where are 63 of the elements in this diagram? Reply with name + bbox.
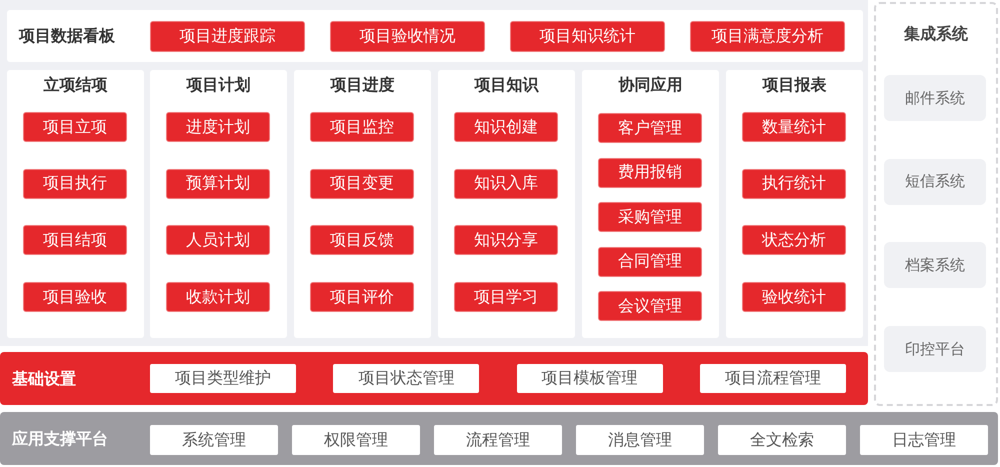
section-title: 项目计划 bbox=[185, 75, 252, 96]
function-block: 项目状态管理 bbox=[333, 364, 480, 393]
function-block: 项目监控 bbox=[310, 112, 414, 142]
function-block: 收款计划 bbox=[166, 282, 270, 312]
function-block: 合同管理 bbox=[598, 246, 702, 276]
function-block: 消息管理 bbox=[576, 425, 704, 455]
function-block: 项目反馈 bbox=[310, 225, 414, 256]
function-block: 项目进度跟踪 bbox=[150, 21, 305, 52]
platform-band bbox=[0, 412, 998, 465]
settings-band bbox=[0, 352, 868, 405]
function-block: 全文检索 bbox=[718, 425, 846, 455]
function-block: 预算计划 bbox=[166, 168, 270, 199]
system-block: 印控平台 bbox=[884, 326, 986, 372]
function-block: 日志管理 bbox=[860, 425, 988, 455]
function-block: 项目知识统计 bbox=[510, 21, 665, 52]
section-title: 项目进度 bbox=[329, 75, 396, 96]
section-title: 立项结项 bbox=[42, 75, 108, 96]
module-panel bbox=[294, 70, 431, 338]
module-panel bbox=[7, 70, 144, 338]
section-title: 项目数据看板 bbox=[19, 26, 115, 47]
function-block: 执行统计 bbox=[742, 168, 846, 199]
section-title: 应用支撑平台 bbox=[12, 428, 108, 450]
dashed-panel bbox=[874, 2, 998, 406]
system-block: 邮件系统 bbox=[884, 75, 986, 121]
function-block: 知识入库 bbox=[454, 168, 558, 199]
function-block: 进度计划 bbox=[166, 112, 270, 142]
function-block: 项目验收情况 bbox=[330, 21, 485, 52]
function-block: 流程管理 bbox=[434, 425, 562, 455]
dashboard-panel bbox=[7, 10, 863, 62]
function-block: 项目评价 bbox=[310, 282, 414, 312]
function-block: 项目执行 bbox=[23, 168, 127, 199]
function-block: 项目模板管理 bbox=[516, 364, 663, 393]
function-block: 权限管理 bbox=[292, 425, 420, 455]
section-title: 集成系统 bbox=[902, 24, 969, 45]
section-title: 基础设置 bbox=[12, 368, 76, 390]
function-block: 会议管理 bbox=[598, 291, 702, 321]
module-panel bbox=[726, 70, 863, 338]
module-panel bbox=[582, 70, 719, 338]
function-block: 项目变更 bbox=[310, 168, 414, 199]
function-block: 客户管理 bbox=[598, 113, 702, 143]
function-block: 项目流程管理 bbox=[700, 364, 846, 393]
module-panel bbox=[150, 70, 287, 338]
function-block: 项目立项 bbox=[23, 112, 127, 142]
section-title: 项目知识 bbox=[473, 75, 540, 96]
function-block: 知识创建 bbox=[454, 112, 558, 142]
function-block: 数量统计 bbox=[742, 112, 846, 142]
section-title: 项目报表 bbox=[761, 75, 828, 96]
function-block: 人员计划 bbox=[166, 225, 270, 256]
function-block: 项目验收 bbox=[23, 282, 127, 312]
function-block: 知识分享 bbox=[454, 225, 558, 256]
module-panel bbox=[438, 70, 575, 338]
function-block: 项目结项 bbox=[23, 225, 127, 256]
function-block: 项目类型维护 bbox=[150, 364, 296, 393]
function-block: 费用报销 bbox=[598, 158, 702, 188]
system-block: 档案系统 bbox=[884, 242, 986, 288]
system-block: 短信系统 bbox=[884, 158, 986, 205]
function-block: 采购管理 bbox=[598, 202, 702, 232]
function-block: 系统管理 bbox=[150, 425, 278, 455]
section-title: 协同应用 bbox=[618, 75, 684, 96]
function-block: 验收统计 bbox=[742, 282, 846, 312]
function-block: 项目满意度分析 bbox=[690, 21, 845, 52]
function-block: 项目学习 bbox=[454, 282, 558, 312]
function-block: 状态分析 bbox=[742, 225, 846, 256]
